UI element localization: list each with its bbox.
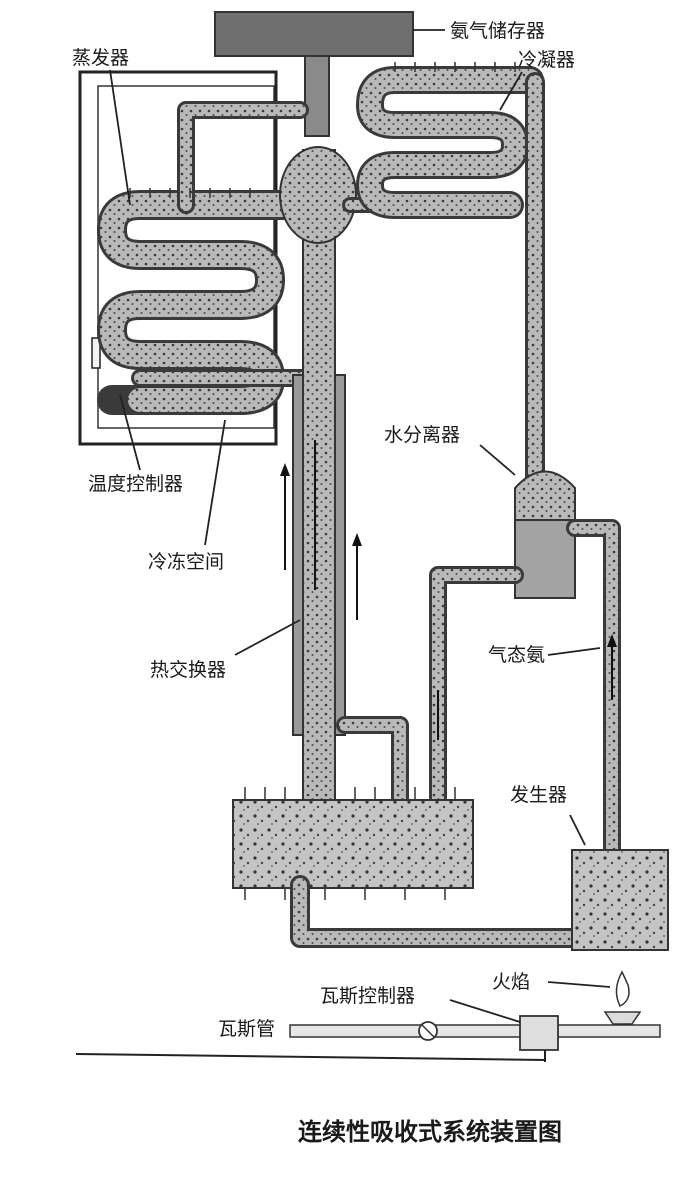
- label-gaseous-ammonia: 气态氨: [488, 644, 545, 666]
- flame-burner: [603, 970, 642, 1025]
- heat-exchanger-column: [279, 146, 513, 811]
- label-condenser: 冷凝器: [518, 49, 575, 71]
- label-gas-controller: 瓦斯控制器: [320, 985, 415, 1007]
- label-freezer-space: 冷冻空间: [148, 551, 224, 573]
- label-ammonia-storage: 氨气储存器: [450, 20, 545, 42]
- flame-icon: [615, 970, 630, 1008]
- water-separator: [429, 470, 621, 859]
- absorber-tank: [232, 716, 474, 900]
- label-water-separator: 水分离器: [384, 424, 460, 446]
- leader-lines: [109, 29, 611, 1023]
- label-gas-pipe: 瓦斯管: [218, 1018, 275, 1040]
- generator: [290, 849, 669, 951]
- label-evaporator: 蒸发器: [72, 47, 129, 69]
- label-generator: 发生器: [510, 784, 567, 806]
- temperature-sensor-bulb: [91, 337, 101, 369]
- label-heat-exchanger: 热交换器: [150, 659, 226, 681]
- gas-pipe-line: [75, 1015, 661, 1062]
- label-flame: 火焰: [492, 971, 530, 993]
- evaporator-coil: [97, 101, 329, 415]
- ammonia-storage-tank: [214, 11, 414, 137]
- condenser-coil: [356, 62, 545, 500]
- gas-controller-box: [519, 1015, 559, 1051]
- label-temperature-controller: 温度控制器: [88, 473, 183, 495]
- diagram-caption: 连续性吸收式系统装置图: [298, 1118, 562, 1146]
